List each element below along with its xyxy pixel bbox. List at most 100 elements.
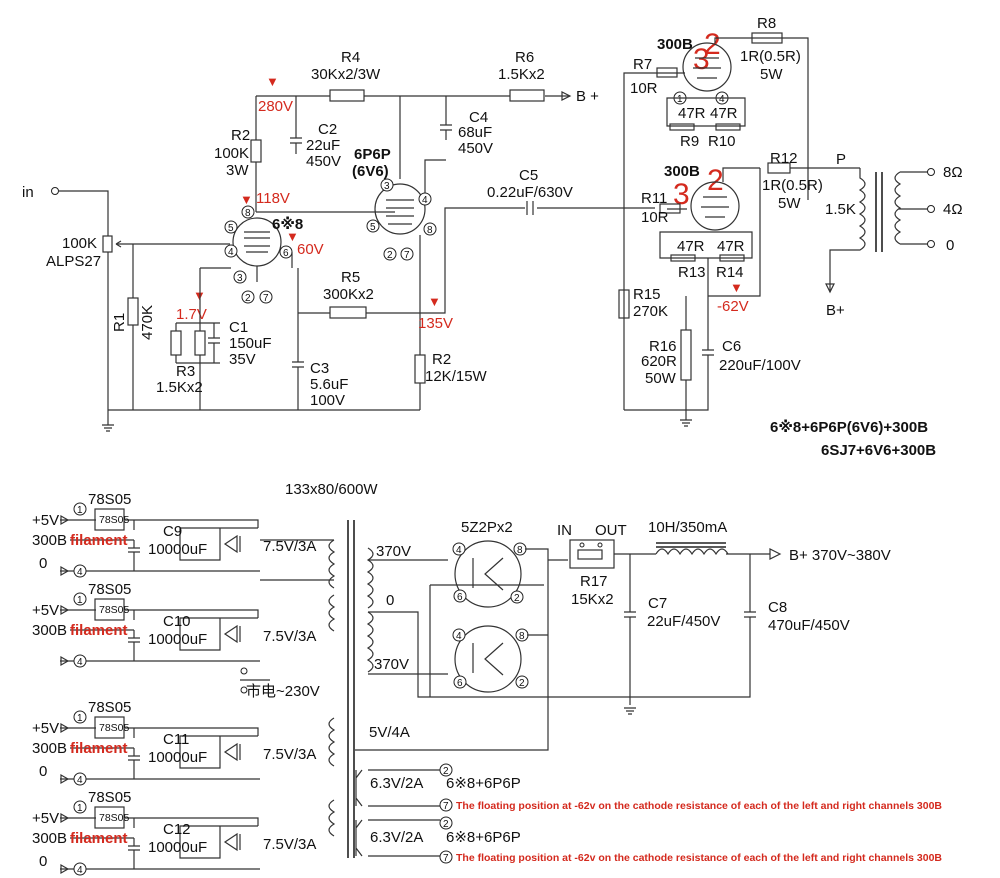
c7-name: C7 [648, 595, 667, 612]
tube-300b-label: 300B [32, 622, 67, 639]
svg-text:8: 8 [427, 225, 433, 236]
v1_7-label: 1.7V [176, 306, 207, 323]
r1-name: R1 [111, 313, 128, 332]
pin-8 [241, 205, 255, 219]
r6-value: 1.5Kx2 [498, 66, 545, 83]
r14-value: 47R [717, 238, 745, 255]
ot-secondary [894, 171, 928, 245]
tube-300b-label: 300B [32, 740, 67, 757]
rect-label: 5Z2Px2 [461, 519, 513, 536]
tube-6x8-grids [244, 231, 270, 253]
r14-name: R14 [716, 264, 744, 281]
hv-out-label: B+ 370V~380V [789, 547, 891, 564]
r16-resistor [680, 329, 692, 381]
tube-300b-upper-grids [693, 57, 721, 79]
svg-text:2: 2 [443, 819, 449, 830]
ot-tap-8: 8Ω [943, 164, 963, 181]
svg-text:▼: ▼ [266, 74, 279, 89]
title-line1: 6※8+6P6P(6V6)+300B [770, 418, 928, 436]
heater2-tubes: 6※8+6P6P [446, 829, 521, 846]
svg-text:4: 4 [456, 545, 462, 556]
v118-label: 118V [256, 190, 290, 207]
r12-line2: 5W [778, 195, 801, 212]
r3-resistor-b [194, 330, 206, 356]
r1-resistor [127, 297, 139, 326]
cap-name: C12 [163, 821, 191, 838]
r7-value: 10R [630, 80, 658, 97]
glyph3-lower: 3 [673, 178, 690, 211]
rect-wires [355, 548, 568, 751]
tube-6p6p-alt: (6V6) [352, 163, 389, 180]
r8-line1: 1R(0.5R) [740, 48, 801, 65]
pot-wiper-arrow [115, 240, 124, 248]
r2-line1: 100K [214, 145, 249, 162]
regulator-chip-label: 78S05 [99, 722, 130, 734]
svg-text:8: 8 [517, 545, 523, 556]
c1-name: C1 [229, 319, 248, 336]
tube-6x8-label: 6※8 [272, 215, 303, 233]
secondary-label: 7.5V/3A [263, 836, 316, 853]
c3-name: C3 [310, 360, 329, 377]
filament-label: filament [70, 740, 128, 757]
lower-wires [667, 167, 860, 210]
tube-300b-upper: 300B [657, 36, 693, 53]
hv-wires [368, 559, 630, 698]
pin-4: 4 [77, 775, 83, 786]
input-label: in [22, 184, 34, 201]
plus5v-label: +5V [32, 512, 59, 529]
filament-windings [260, 539, 336, 837]
svg-text:6: 6 [457, 592, 463, 603]
plus5v-label: +5V [32, 602, 59, 619]
c2-name: C2 [318, 121, 337, 138]
svg-text:5: 5 [228, 223, 234, 234]
r2b-name: R2 [432, 351, 451, 368]
zero-label: 0 [39, 853, 47, 870]
ps-transformer-label: 133x80/600W [285, 481, 378, 498]
v135-label: 135V [418, 315, 453, 332]
r7-name: R7 [633, 56, 652, 73]
switch-in: IN [557, 522, 572, 539]
c3-line2: 100V [310, 392, 345, 409]
filament-label: filament [70, 532, 128, 549]
svg-text:7: 7 [404, 250, 410, 261]
mains-transformer-core [347, 520, 355, 858]
r3-c1-wires [175, 268, 220, 410]
secondary-label: 7.5V/3A [263, 746, 316, 763]
c4-line2: 450V [458, 140, 493, 157]
svg-text:7: 7 [263, 293, 269, 304]
r12-name: R12 [770, 150, 798, 167]
c6-name: C6 [722, 338, 741, 355]
plus5v-label: +5V [32, 720, 59, 737]
pin-1: 1 [77, 595, 83, 606]
svg-text:4: 4 [719, 94, 725, 105]
stage2-cathode-wire [419, 207, 655, 410]
ot-bplus: B+ [826, 302, 845, 319]
regulator-chip [94, 598, 125, 621]
switch-out: OUT [595, 522, 627, 539]
regulator-chip-label: 78S05 [99, 604, 130, 616]
r1-value: 470K [139, 305, 156, 340]
c2-cap [290, 96, 302, 154]
c5-name: C5 [519, 167, 538, 184]
pot-model: ALPS27 [46, 253, 101, 270]
r2-name: R2 [231, 127, 250, 144]
mains-label: 市电~230V [246, 683, 320, 700]
ot-imp: 1.5K [825, 201, 856, 218]
r11-resistor [659, 203, 681, 214]
svg-text:4: 4 [228, 247, 234, 258]
r2b-value: 12K/15W [425, 368, 488, 385]
regulator-chip-label: 78S05 [99, 812, 130, 824]
hv-winding [366, 547, 374, 673]
pin-4: 4 [77, 567, 83, 578]
stage2-plate-wire [399, 96, 452, 193]
choke-coil [655, 548, 729, 556]
cap-name: C11 [163, 731, 189, 748]
regulator-label: 78S05 [88, 789, 131, 806]
plus5v-label: +5V [32, 810, 59, 827]
c4-name: C4 [469, 109, 488, 126]
rect-tube-2 [454, 625, 522, 693]
